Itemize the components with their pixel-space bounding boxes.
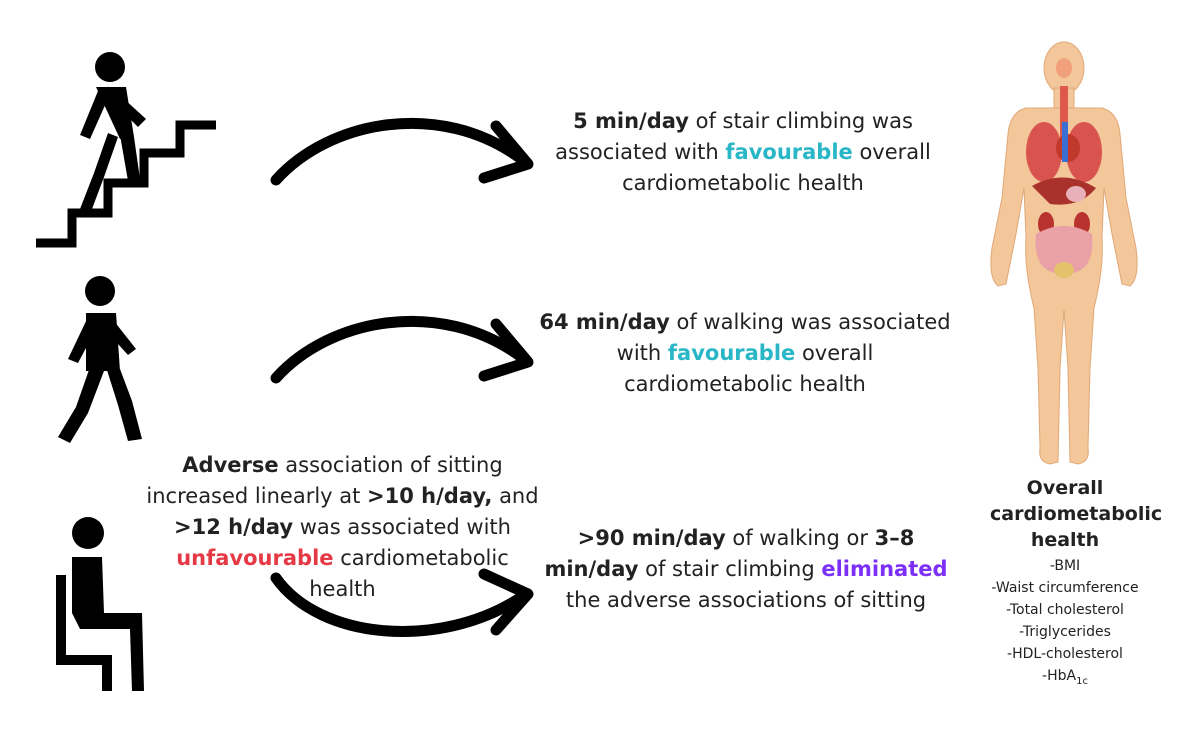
walking-duration: 64 min/day — [539, 310, 670, 334]
human-body-organs-icon — [990, 41, 1138, 465]
sitting-threshold-10h: >10 h/day, — [367, 484, 493, 508]
adverse-term: Adverse — [182, 453, 279, 477]
stairs-person-icon — [36, 52, 216, 248]
health-label: Overall cardiometabolic health -BMI -Wai… — [965, 475, 1165, 693]
favourable-term: favourable — [725, 140, 853, 164]
stairs-duration: 5 min/day — [573, 109, 689, 133]
stair-threshold: 3–8 min/day — [544, 526, 915, 581]
stairs-statement: 5 min/day of stair climbing was associat… — [555, 109, 931, 195]
walking-person-icon — [58, 276, 142, 443]
favourable-term: favourable — [667, 341, 796, 365]
elimination-statement: >90 min/day of walking or 3–8 min/day of… — [544, 526, 948, 612]
eliminated-term: eliminated — [821, 557, 948, 581]
sitting-statement: Adverse association of sitting increased… — [146, 453, 539, 601]
health-markers-list: -BMI -Waist circumference -Total cholest… — [965, 555, 1165, 693]
health-marker: -Waist circumference — [991, 580, 1139, 596]
health-marker: -BMI — [1049, 558, 1081, 574]
health-label-title: Overall cardiometabolic health — [990, 477, 1163, 551]
walking-threshold: >90 min/day — [577, 526, 726, 550]
health-marker-hba1c: -HbA1c — [1042, 668, 1088, 687]
unfavourable-term: unfavourable — [176, 546, 334, 570]
arrow-sitting — [270, 568, 534, 637]
arrow-stairs — [270, 117, 534, 186]
health-marker: -Total cholesterol — [1006, 602, 1124, 618]
health-marker: -Triglycerides — [1019, 624, 1111, 640]
sitting-person-icon — [56, 517, 144, 691]
arrow-walking — [270, 315, 534, 384]
health-marker: -HDL-cholesterol — [1007, 646, 1123, 662]
walking-statement: 64 min/day of walking was associated wit… — [539, 310, 951, 396]
sitting-threshold-12h: >12 h/day — [174, 515, 294, 539]
